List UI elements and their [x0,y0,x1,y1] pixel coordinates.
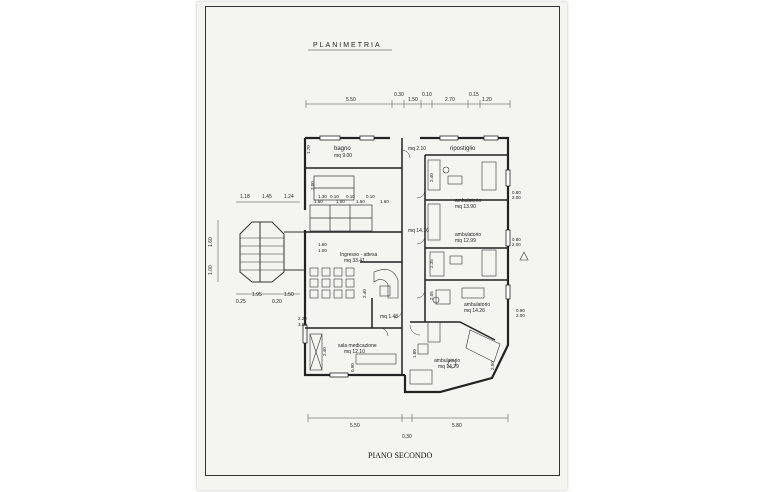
floor-label: PIANO SECONDO [368,451,432,460]
waiting-chairs [309,267,399,299]
dim-right-2: 0.80 [512,237,521,242]
dim-inner-0: 1.60 [314,199,323,204]
window-marks [302,135,511,378]
dim-inner-8: 3.00 [310,181,315,190]
dim-misc-5: 2.05 [429,291,434,300]
dim-misc-4: 2.35 [429,259,434,268]
dim-inner-7: 1.30 [318,194,327,199]
dim-stair-4: 0.25 [236,299,246,305]
dim-top-5: 0.15 [469,92,479,98]
dim-right-0: 0.80 [512,190,521,195]
dim-misc-8: 2.20 [298,316,307,321]
dim-stair-2: 1.60 [318,242,327,247]
core-block [309,175,373,232]
drawing-title: PLANIMETRIA [313,42,382,49]
dim-misc-3: 2.40 [429,173,434,182]
interior-walls [305,138,508,375]
dim-stair-3: 1.00 [318,248,327,253]
room-amb3-area: mq 14.26 [464,308,485,314]
room-amb3-name: ambulatorio [464,302,490,308]
dim-top-1: 0.30 [394,92,404,98]
dim-bottom-2: 5.80 [452,423,462,429]
room-corr-area: mq 2.10 [408,146,426,152]
room-amb1-area: mq 13.90 [455,204,476,210]
room-amb4-name: ambulatorio [434,358,460,364]
dim-bottom-0: 5.50 [350,423,360,429]
room-amb2-area: mq 12.99 [455,238,476,244]
dim-inner-6: 1.60 [380,199,389,204]
room-sala-name: sala medicazione [338,343,377,349]
dim-left-2: 1.24 [284,194,294,200]
dim-left-0: 1.18 [240,194,250,200]
dim-misc-2: 2.40 [322,347,327,356]
room-bagno-name: bagno [334,146,351,152]
dim-stair-7: 0.20 [272,299,282,305]
room-amb1-name: ambulatorio [455,198,481,204]
dim-misc-10: 0.90 [350,363,355,372]
dim-top-6: 1.20 [482,97,492,103]
treatment-furniture [309,333,397,371]
dim-stair-0: 1.60 [208,237,214,247]
top-dimension-line [305,100,511,108]
dim-right-4: 0.90 [516,308,525,313]
dim-top-0: 5.50 [346,97,356,103]
north-arrow-icon [519,251,529,261]
dim-right-3: 2.00 [512,242,521,247]
room-ingresso-name: Ingresso - attesa [340,252,377,258]
dim-inner-2: 1.00 [336,199,345,204]
room-ripostiglio-name: ripostiglio [450,146,476,152]
dim-inner-1: 0.10 [330,194,339,199]
dim-inner-3: 0.10 [346,194,355,199]
room-bagno-area: mq 9.00 [334,153,352,159]
dim-inner-4: 1.50 [356,199,365,204]
room-amb4-area: mq 14.79 [438,364,459,370]
dim-top-4: 2.70 [445,97,455,103]
dim-left-1: 1.45 [262,194,272,200]
dim-top-2: 1.50 [408,97,418,103]
bottom-dimension-line [307,414,509,422]
dim-misc-7: 1.80 [412,349,417,358]
dim-bottom-1: 0.30 [402,434,412,440]
dim-misc-1: 2.40 [362,289,367,298]
room-sala-area: mq 12.10 [344,349,365,355]
clinic-furniture [409,159,501,385]
dim-right-1: 2.00 [512,195,521,200]
dim-stair-1: 1.00 [208,265,214,275]
drawing-frame [205,6,560,476]
stair-tower [239,221,305,283]
dim-misc-6: 2.50 [490,361,495,370]
left-dimension-line [217,201,300,295]
dim-misc-0: 1.70 [306,145,311,154]
dim-stair-5: 1.95 [252,292,262,298]
door-swings [379,149,426,337]
dim-inner-5: 0.10 [366,194,375,199]
dim-top-3: 0.10 [422,92,432,98]
room-ingresso-area: mq 33.41 [344,258,365,264]
room-disimpegno-area: mq 14.16 [408,228,429,234]
room-wc-area: mq 1.48 [380,314,398,320]
dim-stair-6: 1.50 [284,292,294,298]
room-amb2-name: ambulatorio [455,232,481,238]
dim-misc-9: 3.00 [298,322,307,327]
dim-right-5: 2.00 [516,313,525,318]
